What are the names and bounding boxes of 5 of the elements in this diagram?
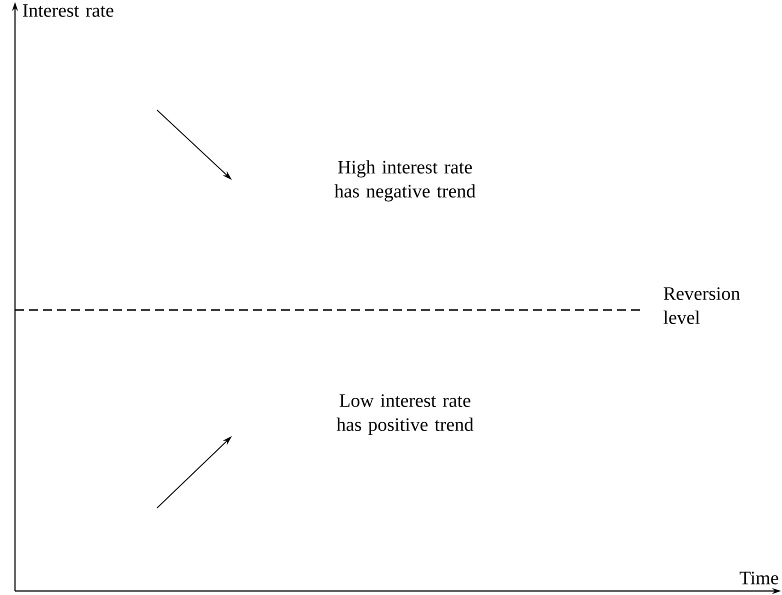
axis-label: Interest rate	[22, 4, 114, 17]
axis-label: Time	[740, 572, 778, 584]
axis-label: Reversion level	[664, 287, 740, 324]
axis-label: Low interest rate has positive trend	[336, 394, 474, 435]
axis-label: High interest rate has negative trend	[334, 160, 476, 202]
